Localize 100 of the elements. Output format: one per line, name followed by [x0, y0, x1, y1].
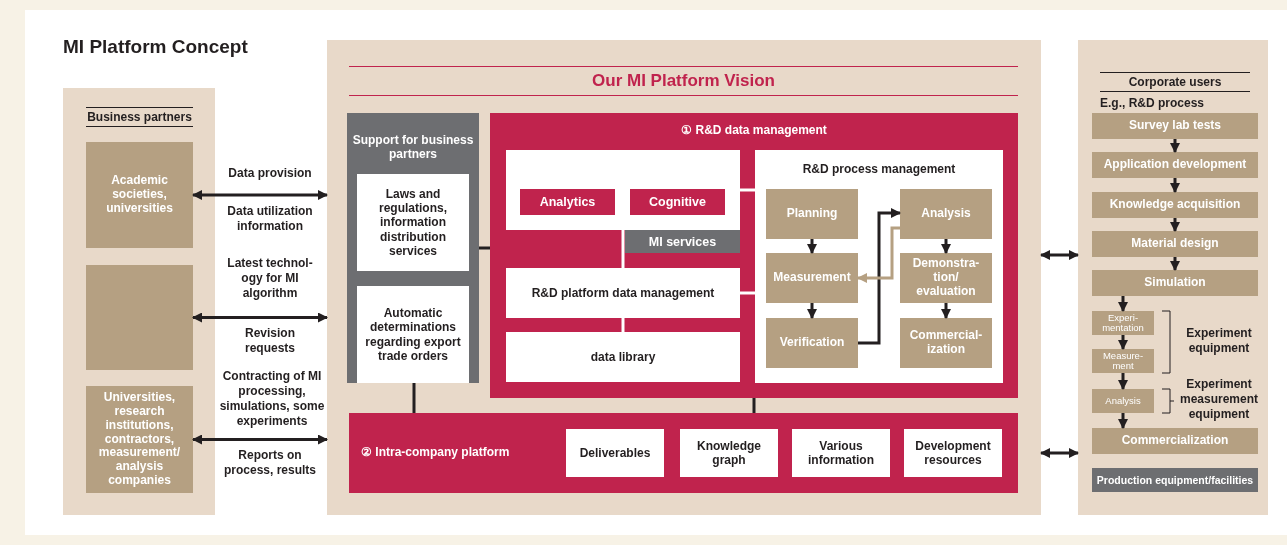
connector-line	[479, 246, 490, 250]
section-panel	[755, 150, 1003, 383]
arrow	[941, 239, 951, 254]
panel-heading: Business partners	[86, 107, 193, 127]
arrow	[1170, 218, 1180, 232]
connector-line	[740, 291, 755, 295]
box-label: Academic societies, universities	[105, 174, 174, 216]
process-step	[1092, 389, 1154, 413]
connector-line	[752, 398, 756, 413]
process-step	[1092, 152, 1258, 178]
box-label: Laws and regulations, information distribution services	[378, 186, 448, 259]
arrow	[192, 434, 328, 445]
section-heading: Support for business partners	[351, 133, 475, 162]
facility-bar	[1092, 468, 1258, 492]
process-box	[766, 189, 858, 239]
section-heading: ② Intra-company platform	[361, 445, 510, 460]
connector-line	[621, 318, 625, 332]
box-label: Deliverables	[579, 445, 651, 461]
arrow	[941, 303, 951, 319]
process-box	[900, 318, 992, 368]
arrow	[1040, 448, 1079, 458]
box-label: Planning	[786, 207, 838, 221]
box-label: Measure- ment	[1101, 351, 1145, 371]
box-label: Knowledge graph	[696, 438, 762, 468]
box-label: Universities, research institutions, contractors, measurement/ analysis companies	[97, 391, 182, 488]
process-box	[766, 318, 858, 368]
flow-label: Data utilization information	[226, 204, 314, 234]
process-box	[86, 142, 193, 248]
arrow	[807, 239, 817, 254]
flow-label: Data provision	[227, 166, 313, 181]
process-step	[1092, 311, 1154, 335]
info-box	[792, 429, 890, 477]
arrow	[1170, 257, 1180, 271]
diagram-title: MI Platform Concept	[63, 36, 248, 58]
arrow	[1170, 178, 1180, 193]
section-heading: ① R&D data management	[680, 123, 828, 138]
process-box	[900, 253, 992, 303]
process-step	[1092, 113, 1258, 139]
box-label: data library	[590, 349, 656, 365]
arrow	[857, 226, 900, 283]
box-label: Commercial- ization	[908, 329, 984, 357]
box-label: Knowledge acquisition	[1109, 198, 1241, 212]
box-label: Analysis	[921, 207, 971, 221]
box-label: Analytics	[539, 194, 596, 210]
flow-label: Experiment measurement equipment	[1178, 377, 1259, 422]
box-label: Simulation	[1144, 276, 1206, 290]
info-box	[357, 286, 469, 383]
service-tag	[625, 230, 740, 253]
box-label: Commercialization	[1121, 434, 1229, 448]
box-label: Survey lab tests	[1128, 119, 1221, 133]
flow-label: Contracting of MI processing, simulations, some experiments	[218, 369, 326, 429]
arrow	[1170, 139, 1180, 153]
arrow	[1118, 296, 1128, 312]
box-label: Verification	[779, 336, 845, 350]
service-tag	[520, 189, 615, 215]
panel-heading: Our MI Platform Vision	[349, 66, 1018, 96]
arrow	[1118, 373, 1128, 390]
info-box	[357, 174, 469, 271]
connector-line	[740, 188, 755, 192]
arrow	[192, 312, 328, 323]
box-label: Analysis	[1105, 396, 1141, 406]
box-label: Development resources	[914, 438, 992, 468]
flow-label: Experiment equipment	[1185, 326, 1253, 356]
process-box	[766, 253, 858, 303]
box-label: Experi- mentation	[1101, 313, 1145, 333]
box-label: Automatic determinations regarding export trade orders	[364, 305, 462, 364]
process-step	[1092, 231, 1258, 257]
process-step	[1092, 192, 1258, 218]
panel-heading: Corporate users	[1100, 72, 1250, 92]
flow-label: Latest technol- ogy for MI algorithm	[226, 256, 314, 301]
panel-subheading: E.g., R&D process	[1100, 96, 1205, 110]
arrow	[192, 190, 328, 200]
arrow	[1118, 335, 1128, 350]
arrow	[1040, 250, 1079, 260]
arrow	[807, 303, 817, 319]
box-label: Application development	[1103, 158, 1247, 172]
box-label: Measurement	[773, 271, 851, 285]
group-panel	[1078, 40, 1268, 515]
box-label: Cognitive	[649, 194, 706, 210]
connector-line	[621, 230, 625, 268]
box-label: Various information	[807, 438, 875, 468]
info-box	[680, 429, 778, 477]
section-heading: R&D process management	[801, 162, 957, 176]
info-box	[506, 332, 740, 382]
group-panel	[63, 88, 215, 515]
section-panel	[490, 113, 1018, 398]
empty-box	[86, 265, 193, 370]
box-label: MI services	[648, 234, 717, 249]
service-tag	[630, 189, 725, 215]
info-box	[506, 268, 740, 318]
box-label: Demonstra- tion/ evaluation	[911, 257, 981, 299]
process-step	[1092, 349, 1154, 373]
process-box	[86, 386, 193, 493]
box-label: Material design	[1131, 237, 1219, 251]
section-panel	[347, 113, 479, 383]
box-label: R&D platform data management	[531, 285, 715, 301]
process-step	[1092, 270, 1258, 296]
process-step	[1092, 428, 1258, 454]
box-label: Production equipment/facilities	[1096, 474, 1254, 486]
process-box	[900, 189, 992, 239]
